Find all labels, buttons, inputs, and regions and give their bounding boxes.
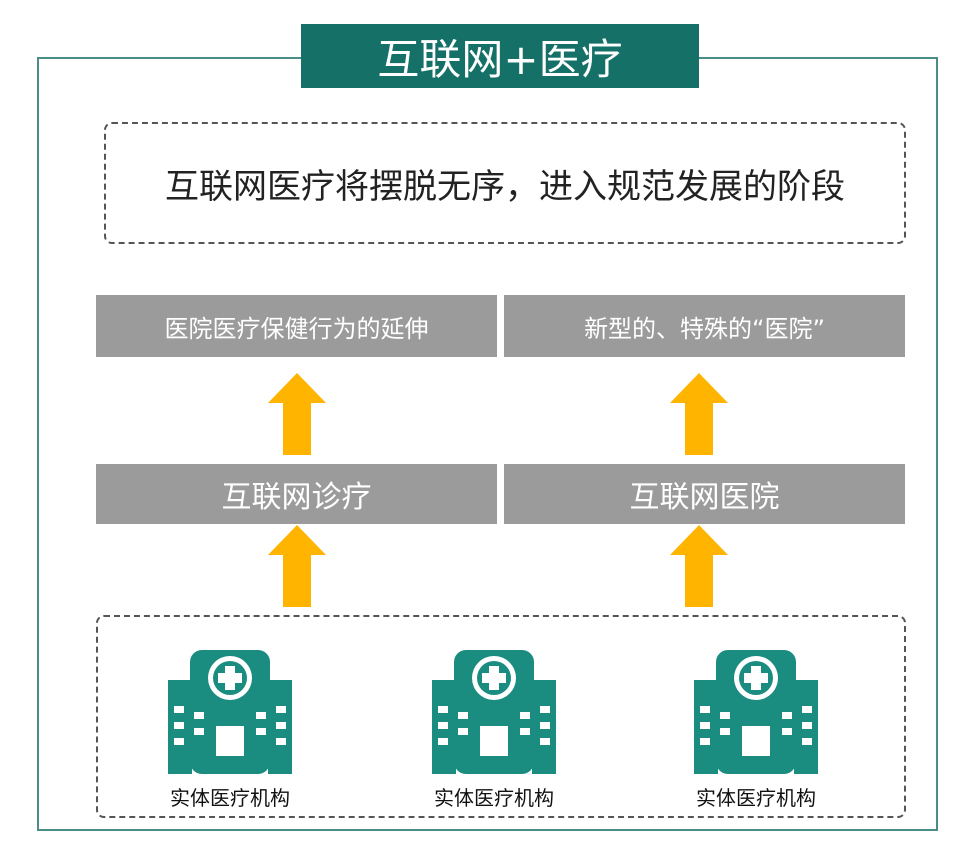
arrow-up-icon <box>268 525 326 607</box>
institution-label: 实体医疗机构 <box>696 786 816 810</box>
tier-top-left-label: 医院医疗保健行为的延伸 <box>164 314 429 343</box>
hospital-icon <box>432 650 556 774</box>
tier-top-left-box: 医院医疗保健行为的延伸 <box>96 295 497 357</box>
tier-middle-left-box: 互联网诊疗 <box>96 464 497 524</box>
arrow-up-icon <box>670 373 728 455</box>
tier-middle-right-box: 互联网医院 <box>504 464 905 524</box>
tier-top-right-box: 新型的、特殊的“医院” <box>504 295 905 357</box>
arrow-up-icon <box>268 373 326 455</box>
tier-top-right-label: 新型的、特殊的“医院” <box>584 314 825 343</box>
tier-middle-right-label: 互联网医院 <box>629 480 780 515</box>
hospital-icon <box>168 650 292 774</box>
diagram-title: 互联网+医疗 <box>301 24 699 88</box>
institution-label: 实体医疗机构 <box>434 786 554 810</box>
arrow-up-icon <box>670 525 728 607</box>
institution-item: 实体医疗机构 <box>666 650 846 811</box>
institution-label: 实体医疗机构 <box>170 786 290 810</box>
hospital-icon <box>694 650 818 774</box>
summary-box: 互联网医疗将摆脱无序，进入规范发展的阶段 <box>104 122 906 244</box>
tier-middle-left-label: 互联网诊疗 <box>221 480 372 515</box>
summary-text: 互联网医疗将摆脱无序，进入规范发展的阶段 <box>165 166 845 207</box>
institutions-box <box>96 615 906 818</box>
institution-item: 实体医疗机构 <box>404 650 584 811</box>
institution-item: 实体医疗机构 <box>140 650 320 811</box>
